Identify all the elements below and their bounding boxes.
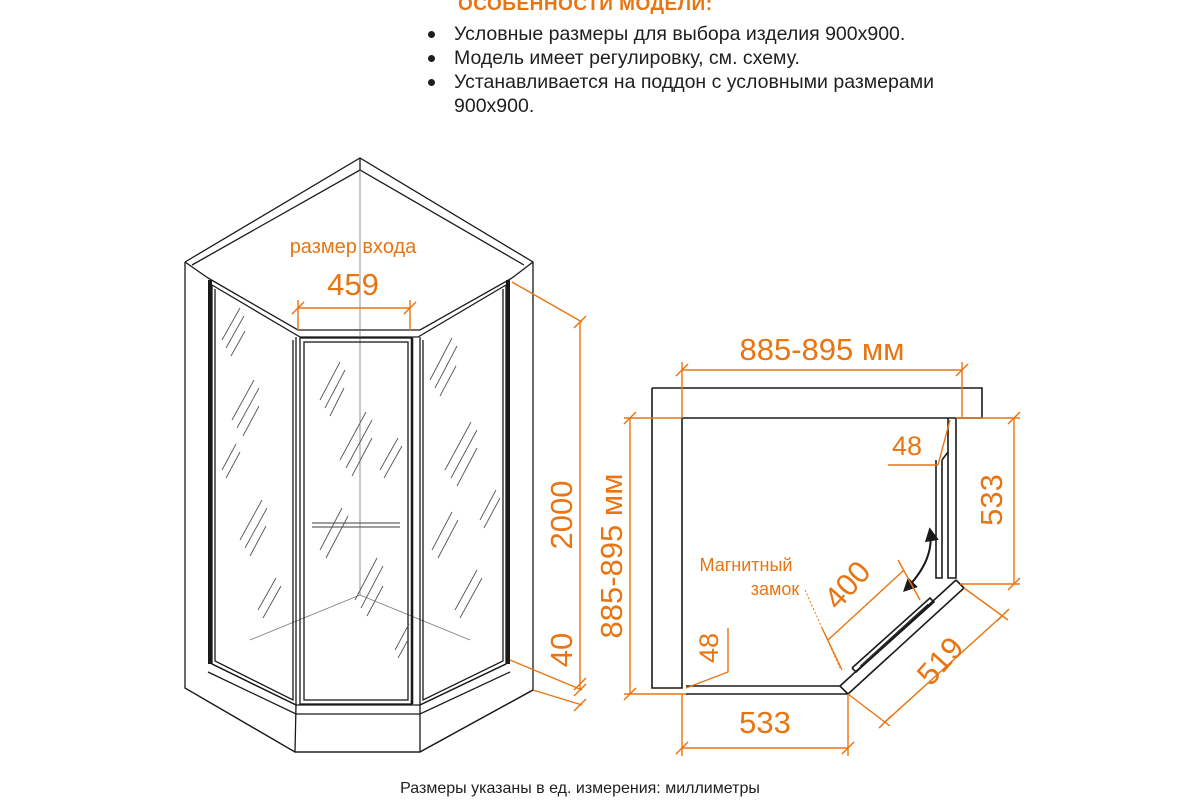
diagonal-value: 519 <box>910 630 971 692</box>
side-right-dimension: 533 <box>956 411 1021 591</box>
plan-width-dimension: 885-895 мм <box>675 332 969 418</box>
magnetic-lock-label-line1: Магнитный <box>700 555 793 575</box>
feature-item: Устанавливается на поддон с условными ра… <box>420 70 934 94</box>
height-dimension: 2000 <box>511 281 587 691</box>
rotation-arrow-icon <box>903 527 939 592</box>
plan-view: 885-895 мм 885-895 мм 48 48 <box>594 332 1021 756</box>
entrance-label: размер входа <box>290 236 417 258</box>
plan-depth-value: 885-895 мм <box>594 473 629 638</box>
profile-top-dimension: 48 <box>888 419 951 466</box>
feature-item: Условные размеры для выбора изделия 900х… <box>420 22 934 46</box>
base-height-dimension: 40 <box>509 633 587 712</box>
features-list: Условные размеры для выбора изделия 900х… <box>420 22 934 118</box>
cabin-outline <box>184 157 534 753</box>
units-note: Размеры указаны в ед. измерения: миллиме… <box>400 780 760 797</box>
feature-item-continuation: 900х900. <box>454 95 535 117</box>
features-title: ОСОБЕННОСТИ МОДЕЛИ: <box>458 0 713 15</box>
plan-width-value: 885-895 мм <box>739 332 904 367</box>
entrance-width-value: 459 <box>327 267 379 302</box>
base-height-value: 40 <box>544 633 579 667</box>
profile-top-value: 48 <box>892 431 922 461</box>
height-value: 2000 <box>544 481 579 550</box>
feature-item: Модель имеет регулировку, см. схему. <box>420 46 934 70</box>
plan-depth-dimension: 885-895 мм <box>594 411 686 701</box>
side-bottom-dimension: 533 <box>675 694 855 756</box>
magnetic-lock-callout: Магнитный замок <box>700 555 841 669</box>
door-width-value: 400 <box>817 554 878 616</box>
magnetic-lock-label-line2: замок <box>751 579 800 599</box>
profile-left-value: 48 <box>694 633 724 663</box>
front-view: размер входа 459 2000 40 <box>184 157 587 753</box>
side-bottom-value: 533 <box>739 705 791 740</box>
side-right-value: 533 <box>974 474 1009 526</box>
profile-left-dimension: 48 <box>685 628 729 689</box>
entrance-dimension: размер входа 459 <box>290 236 417 330</box>
glass-reflections <box>221 307 501 659</box>
